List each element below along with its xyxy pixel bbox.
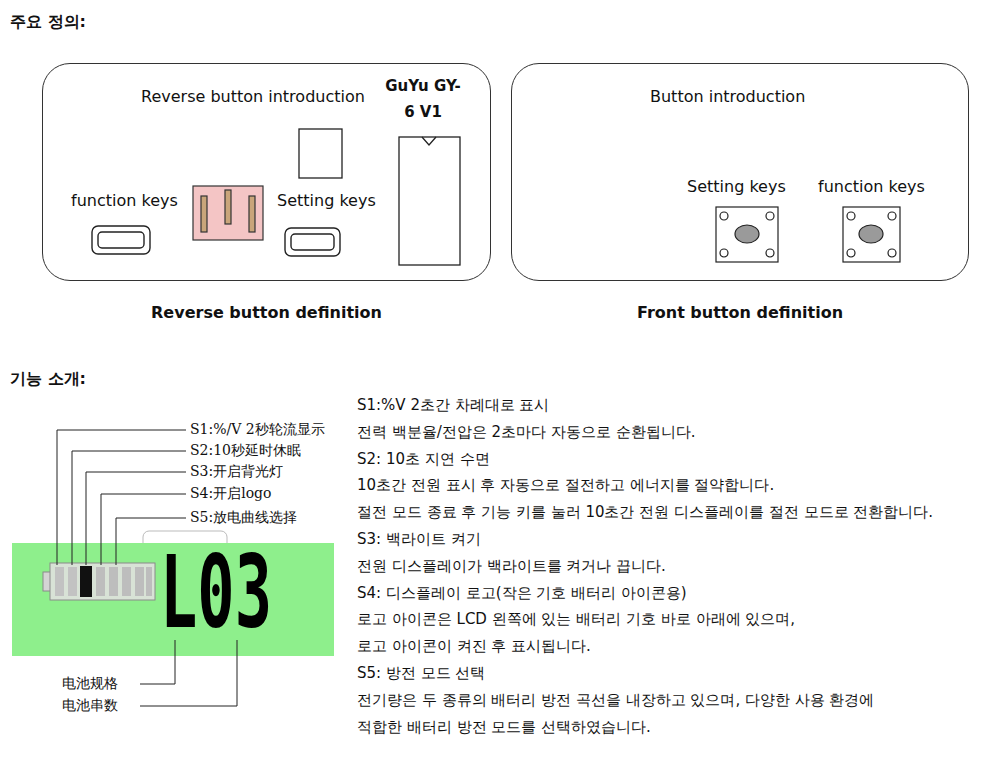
- feature-text: 로고 아이콘이 켜진 후 표시됩니다.: [357, 633, 995, 660]
- function-key-symbol: [92, 226, 150, 254]
- key-label: function keys: [818, 177, 925, 196]
- tactile-switch: [716, 207, 778, 262]
- panel-heading: Reverse button introduction: [141, 87, 365, 106]
- callout-label: S4:开启logo: [190, 485, 272, 502]
- key-label: Setting keys: [687, 177, 786, 196]
- ic-chip: [399, 137, 460, 265]
- feature-heading: S5: 방전 모드 선택: [357, 660, 995, 687]
- feature-text: 로고 아이콘은 LCD 왼쪽에 있는 배터리 기호 바로 아래에 있으며,: [357, 606, 995, 633]
- key-label: Setting keys: [277, 191, 376, 210]
- callout-label: S2:10秒延时休眠: [190, 442, 301, 459]
- callout-label: 电池规格: [62, 675, 118, 692]
- lcd-display: L03: [12, 543, 334, 656]
- feature-heading: S3: 백라이트 켜기: [357, 526, 995, 553]
- feature-text: 전원 디스플레이가 백라이트를 켜거나 끕니다.: [357, 553, 995, 580]
- battery-icon: [43, 563, 155, 600]
- small-component: [299, 129, 342, 178]
- panel-caption: Reverse button definition: [43, 303, 490, 322]
- description-column: S1:%V 2초간 차례대로 표시전력 백분율/전압은 2초마다 자동으로 순환…: [357, 392, 995, 740]
- tactile-switch: [843, 207, 900, 262]
- feature-text: 10초간 전원 표시 후 자동으로 절전하고 에너지를 절약합니다.: [357, 472, 995, 499]
- button-panel: Reverse button introduction GuYu GY-6 V1 f…: [42, 63, 491, 281]
- section-heading: 기능 소개:: [10, 369, 86, 388]
- button-panel: Button introductionSetting keys function …: [511, 63, 969, 281]
- feature-text: 전력 백분율/전압은 2초마다 자동으로 순환됩니다.: [357, 419, 995, 446]
- callout-label: S3:开启背光灯: [190, 463, 283, 480]
- panel-heading: Button introduction: [650, 87, 805, 106]
- callout-label: S5:放电曲线选择: [190, 509, 297, 526]
- panel-caption: Front button definition: [512, 303, 968, 322]
- key-label: function keys: [71, 191, 178, 210]
- feature-text: 전기량은 두 종류의 배터리 방전 곡선을 내장하고 있으며, 다양한 사용 환…: [357, 687, 995, 714]
- section-heading: 주요 정의:: [10, 12, 86, 31]
- feature-heading: S1:%V 2초간 차례대로 표시: [357, 392, 995, 419]
- lcd-digits: L03: [160, 543, 272, 643]
- feature-heading: S2: 10초 지연 수면: [357, 446, 995, 473]
- board-name: GuYu GY-6 V1: [383, 73, 463, 125]
- callout-label: S1:%/V 2秒轮流显示: [190, 421, 325, 438]
- setting-key-symbol: [285, 228, 340, 256]
- feature-text: 절전 모드 종료 후 기능 키를 눌러 10초간 전원 디스플레이를 절전 모드…: [357, 499, 995, 526]
- feature-text: 적합한 배터리 방전 모드를 선택하였습니다.: [357, 714, 995, 741]
- callout-label: 电池串数: [62, 697, 118, 714]
- connector-symbol: [193, 186, 263, 240]
- lcd-panel: [12, 543, 334, 656]
- feature-heading: S4: 디스플레이 로고(작은 기호 배터리 아이콘용): [357, 580, 995, 607]
